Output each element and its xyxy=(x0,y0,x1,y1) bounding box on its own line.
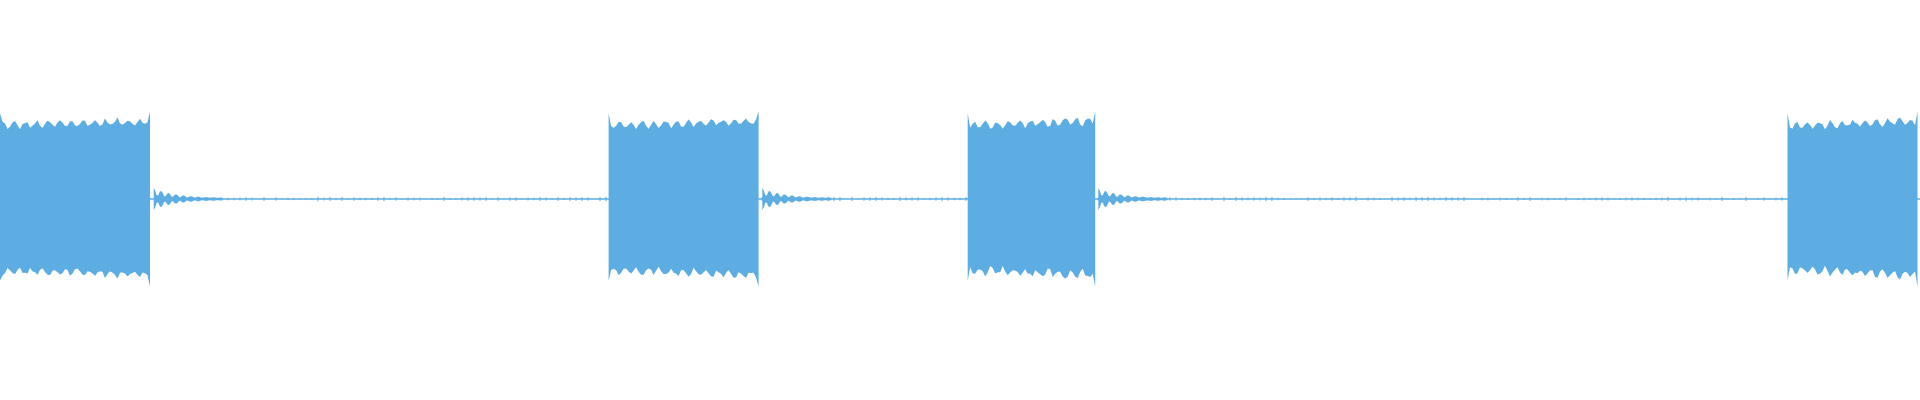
waveform-bursts xyxy=(0,111,1918,287)
burst-3-decay-tail xyxy=(1098,188,1168,210)
burst-4 xyxy=(1787,111,1918,287)
burst-2-decay-tail xyxy=(762,188,832,210)
burst-1 xyxy=(0,111,150,287)
silence-noise xyxy=(0,196,1915,202)
burst-3 xyxy=(967,111,1096,287)
burst-1-decay-tail xyxy=(153,188,223,210)
